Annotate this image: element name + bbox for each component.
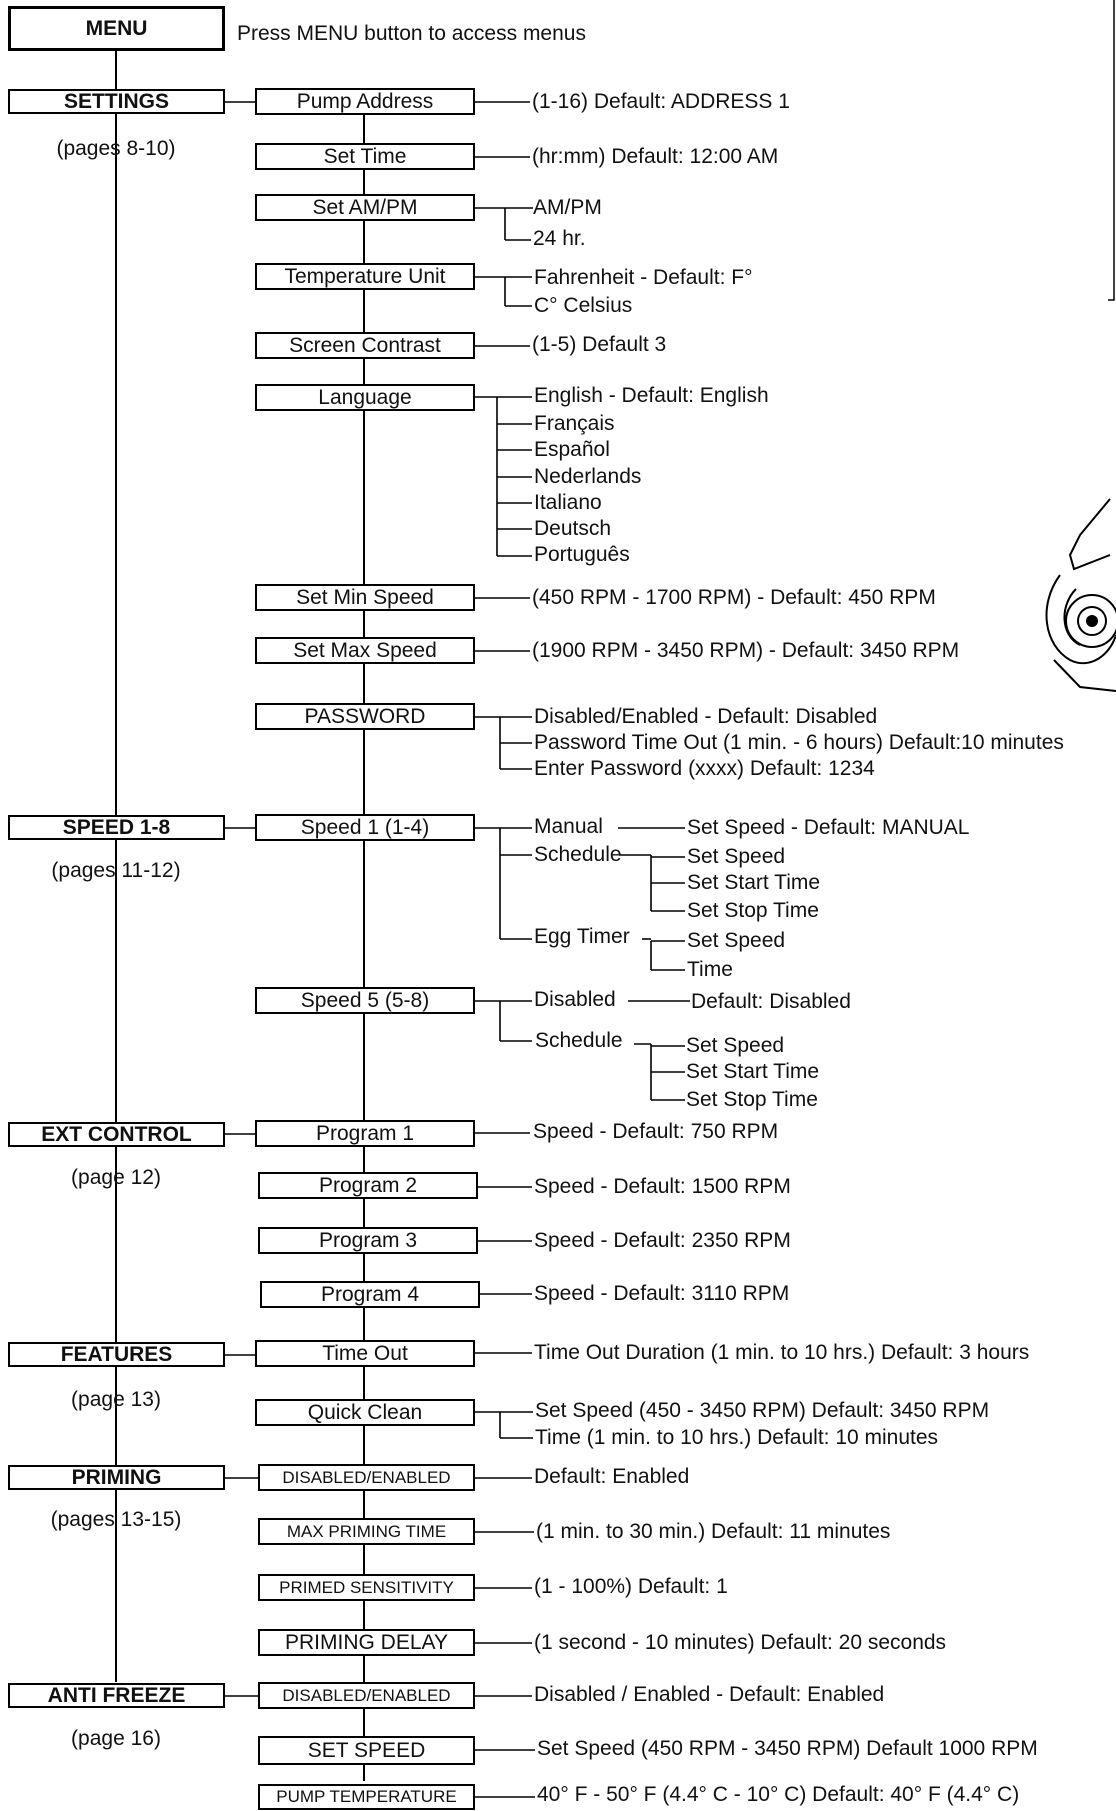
- mode-disabled: Disabled: [534, 988, 616, 1012]
- settings-pages: (pages 8-10): [6, 137, 226, 161]
- desc-priming-delay: (1 second - 10 minutes) Default: 20 seco…: [534, 1631, 946, 1655]
- desc-priming-enabled: Default: Enabled: [534, 1465, 689, 1489]
- desc-pw-1: Disabled/Enabled - Default: Disabled: [534, 705, 877, 729]
- item-set-time: Set Time: [255, 143, 475, 170]
- item-program-2: Program 2: [258, 1172, 478, 1199]
- sub-sched2-1: Set Speed: [686, 1034, 784, 1058]
- item-time-out: Time Out: [255, 1340, 475, 1367]
- desc-program-2: Speed - Default: 1500 RPM: [534, 1175, 791, 1199]
- item-screen-contrast: Screen Contrast: [255, 332, 475, 359]
- mode-schedule-1: Schedule: [534, 843, 622, 867]
- item-password: PASSWORD: [255, 703, 475, 730]
- mode-egg-timer: Egg Timer: [534, 925, 630, 949]
- desc-qc-2: Time (1 min. to 10 hrs.) Default: 10 min…: [535, 1426, 938, 1450]
- speed-box: SPEED 1-8: [8, 815, 225, 840]
- speed-pages: (pages 11-12): [6, 859, 226, 883]
- desc-ampm-1: AM/PM: [533, 196, 602, 220]
- desc-time-out: Time Out Duration (1 min. to 10 hrs.) De…: [534, 1341, 1029, 1365]
- desc-lang-6: Deutsch: [534, 517, 611, 541]
- desc-pump-temperature: 40° F - 50° F (4.4° C - 10° C) Default: …: [537, 1783, 1019, 1807]
- desc-lang-1: English - Default: English: [534, 384, 769, 408]
- settings-box: SETTINGS: [8, 89, 225, 114]
- item-program-3: Program 3: [258, 1227, 478, 1254]
- menu-note: Press MENU button to access menus: [237, 22, 586, 46]
- item-temperature-unit: Temperature Unit: [255, 263, 475, 290]
- item-speed-5-8: Speed 5 (5-8): [255, 987, 475, 1014]
- item-priming-enabled: DISABLED/ENABLED: [258, 1464, 475, 1491]
- pump-illustration: [1040, 495, 1116, 715]
- mode-schedule-2: Schedule: [535, 1029, 623, 1053]
- sub-sched2-3: Set Stop Time: [686, 1088, 818, 1112]
- sub-egg-1: Set Speed: [687, 929, 785, 953]
- sub-sched1-1: Set Speed: [687, 845, 785, 869]
- desc-temp-1: Fahrenheit - Default: F°: [534, 266, 753, 290]
- sub-manual-1: Set Speed - Default: MANUAL: [687, 816, 969, 840]
- ext-control-box: EXT CONTROL: [8, 1122, 225, 1147]
- priming-box: PRIMING: [8, 1465, 225, 1490]
- desc-af-set-speed: Set Speed (450 RPM - 3450 RPM) Default 1…: [537, 1737, 1038, 1761]
- desc-lang-5: Italiano: [534, 491, 602, 515]
- sub-sched1-3: Set Stop Time: [687, 899, 819, 923]
- item-pump-temperature: PUMP TEMPERATURE: [258, 1784, 475, 1810]
- desc-primed-sensitivity: (1 - 100%) Default: 1: [534, 1575, 728, 1599]
- sub-sched1-2: Set Start Time: [687, 871, 820, 895]
- item-set-min-speed: Set Min Speed: [255, 584, 475, 611]
- desc-lang-7: Português: [534, 543, 630, 567]
- desc-temp-2: C° Celsius: [534, 294, 632, 318]
- mode-manual: Manual: [534, 815, 603, 839]
- desc-lang-3: Español: [534, 438, 610, 462]
- item-af-set-speed: SET SPEED: [258, 1736, 475, 1765]
- item-program-4: Program 4: [260, 1281, 480, 1308]
- desc-pw-2: Password Time Out (1 min. - 6 hours) Def…: [534, 731, 1064, 755]
- desc-lang-4: Nederlands: [534, 465, 641, 489]
- item-program-1: Program 1: [255, 1120, 475, 1147]
- desc-contrast: (1-5) Default 3: [532, 333, 666, 357]
- anti-freeze-box: ANTI FREEZE: [8, 1683, 225, 1708]
- item-af-enabled: DISABLED/ENABLED: [258, 1682, 475, 1709]
- desc-ampm-2: 24 hr.: [533, 227, 586, 251]
- item-quick-clean: Quick Clean: [255, 1399, 475, 1426]
- frame-edge: [1108, 0, 1114, 300]
- desc-pw-3: Enter Password (xxxx) Default: 1234: [534, 757, 875, 781]
- item-set-ampm: Set AM/PM: [255, 194, 475, 221]
- features-box: FEATURES: [8, 1342, 225, 1367]
- desc-program-3: Speed - Default: 2350 RPM: [534, 1229, 791, 1253]
- desc-max-priming-time: (1 min. to 30 min.) Default: 11 minutes: [536, 1520, 890, 1544]
- item-language: Language: [255, 384, 475, 411]
- anti-freeze-pages: (page 16): [6, 1727, 226, 1751]
- sub-disabled-1: Default: Disabled: [691, 990, 851, 1014]
- desc-set-time: (hr:mm) Default: 12:00 AM: [532, 145, 778, 169]
- desc-lang-2: Français: [534, 412, 615, 436]
- item-primed-sensitivity: PRIMED SENSITIVITY: [258, 1574, 475, 1601]
- item-speed-1-4: Speed 1 (1-4): [255, 814, 475, 841]
- desc-qc-1: Set Speed (450 - 3450 RPM) Default: 3450…: [535, 1399, 989, 1423]
- item-pump-address: Pump Address: [255, 88, 475, 115]
- menu-box: MENU: [8, 6, 225, 51]
- ext-control-pages: (page 12): [6, 1166, 226, 1190]
- item-max-priming-time: MAX PRIMING TIME: [258, 1518, 475, 1545]
- desc-pump-address: (1-16) Default: ADDRESS 1: [532, 90, 790, 114]
- sub-egg-2: Time: [687, 958, 733, 982]
- desc-program-4: Speed - Default: 3110 RPM: [534, 1282, 789, 1306]
- desc-program-1: Speed - Default: 750 RPM: [533, 1120, 778, 1144]
- item-set-max-speed: Set Max Speed: [255, 637, 475, 664]
- menu-label: MENU: [86, 17, 148, 41]
- features-pages: (page 13): [6, 1388, 226, 1412]
- sub-sched2-2: Set Start Time: [686, 1060, 819, 1084]
- priming-pages: (pages 13-15): [6, 1508, 226, 1532]
- desc-max-speed: (1900 RPM - 3450 RPM) - Default: 3450 RP…: [532, 639, 959, 663]
- desc-min-speed: (450 RPM - 1700 RPM) - Default: 450 RPM: [532, 586, 936, 610]
- item-priming-delay: PRIMING DELAY: [258, 1629, 475, 1656]
- desc-af-enabled: Disabled / Enabled - Default: Enabled: [534, 1683, 884, 1707]
